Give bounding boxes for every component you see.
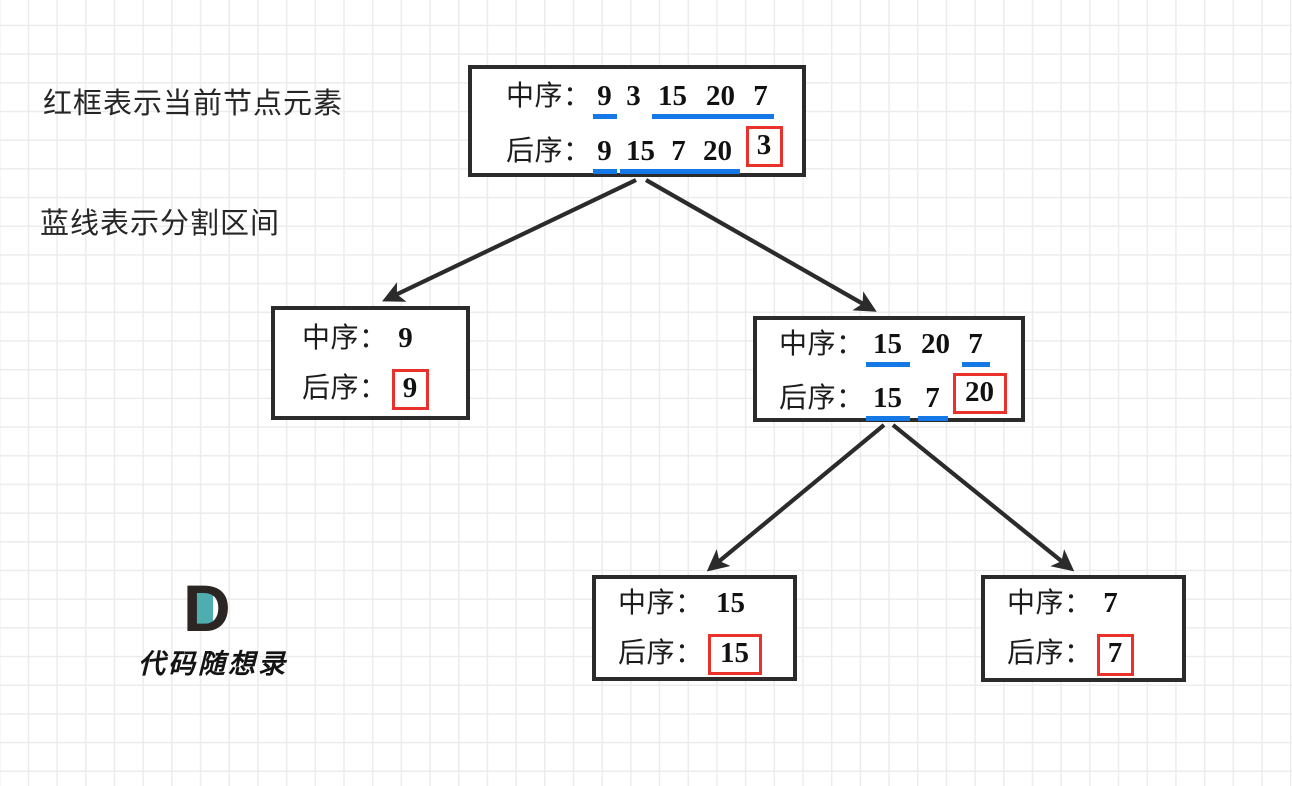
inorder-right-range: 15 20 7 (650, 79, 776, 120)
inorder-sequence: 9 3 15 20 7 (592, 79, 776, 120)
current-node-value: 20 (952, 373, 1007, 415)
postorder-sequence: 15 7 20 (865, 373, 1007, 422)
node-right-right[interactable]: 中序： 7 后序： 7 (981, 575, 1186, 682)
postorder-sequence: 9 (388, 368, 429, 411)
inorder-token: 9 (592, 80, 618, 120)
brand-logo-icon: D (183, 571, 243, 645)
inorder-label: 中序： (302, 322, 388, 354)
inorder-label: 中序： (618, 587, 704, 619)
inorder-sequence: 15 20 7 (865, 328, 991, 368)
node-right[interactable]: 中序： 15 20 7 后序： 15 7 20 (753, 316, 1025, 422)
current-node-value: 15 (707, 633, 762, 676)
node-right-inorder-row: 中序： 15 20 7 (779, 322, 1021, 368)
postorder-right-range: 15 7 20 (618, 134, 742, 175)
postorder-token: 7 (917, 382, 949, 422)
inorder-token: 7 (961, 328, 991, 368)
postorder-sequence: 7 (1093, 634, 1134, 676)
arrow-right-to-right-left (706, 423, 886, 572)
node-root-postorder-row: 后序： 9 15 7 20 3 (506, 125, 802, 175)
node-left-inorder-row: 中序： 9 (302, 316, 466, 356)
postorder-token: 7 (671, 134, 686, 167)
inorder-sequence: 7 (1093, 587, 1123, 620)
postorder-label: 后序： (779, 383, 865, 414)
inorder-token: 15 (865, 328, 911, 368)
node-right-left[interactable]: 中序： 15 后序： 15 (592, 575, 797, 681)
node-root[interactable]: 中序： 9 3 15 20 7 后序： 9 15 7 20 3 (468, 65, 806, 177)
arrow-root-to-left (382, 178, 637, 302)
postorder-token: 9 (592, 135, 618, 175)
logo-accent-bar (195, 591, 213, 625)
postorder-token: 15 (626, 134, 656, 167)
inorder-token: 20 (921, 328, 951, 360)
inorder-label: 中序： (1007, 588, 1093, 620)
inorder-sequence: 9 (388, 321, 418, 354)
node-right-left-postorder-row: 后序： 15 (618, 631, 793, 676)
postorder-label: 后序： (506, 135, 592, 167)
inorder-token: 3 (626, 79, 641, 112)
inorder-token: 7 (1103, 587, 1118, 620)
postorder-label: 后序： (1007, 638, 1093, 670)
inorder-token: 15 (716, 586, 746, 619)
inorder-token: 20 (706, 79, 736, 112)
postorder-label: 后序： (302, 372, 388, 404)
node-left-postorder-row: 后序： 9 (302, 366, 466, 411)
node-left[interactable]: 中序： 9 后序： 9 (271, 306, 470, 420)
node-root-inorder-row: 中序： 9 3 15 20 7 (506, 74, 802, 120)
inorder-token: 9 (398, 321, 413, 354)
current-node-value: 7 (1096, 634, 1134, 676)
watermark: D 代码随想录 (122, 571, 304, 681)
inorder-label: 中序： (506, 80, 592, 112)
current-node-value: 9 (391, 368, 429, 411)
inorder-sequence: 15 (704, 586, 752, 619)
watermark-text: 代码随想录 (138, 649, 288, 680)
inorder-label: 中序： (779, 329, 865, 360)
postorder-sequence: 15 (704, 633, 762, 676)
inorder-token: 7 (753, 79, 768, 112)
arrow-root-to-right (644, 178, 877, 312)
arrow-right-to-right-right (891, 423, 1075, 572)
legend: 红框表示当前节点元素 蓝线表示分割区间 (10, 44, 343, 324)
node-right-postorder-row: 后序： 15 7 20 (779, 373, 1021, 422)
postorder-label: 后序： (618, 637, 704, 669)
logo-letter: D (183, 571, 231, 645)
node-right-right-postorder-row: 后序： 7 (1007, 631, 1182, 676)
inorder-token: 15 (658, 79, 688, 112)
legend-line-1: 红框表示当前节点元素 (43, 88, 344, 121)
postorder-token: 20 (703, 134, 733, 167)
current-node-value: 3 (745, 125, 783, 167)
legend-line-2: 蓝线表示分割区间 (40, 208, 281, 241)
postorder-sequence: 9 15 7 20 3 (592, 125, 783, 175)
postorder-token: 15 (865, 382, 911, 422)
node-right-left-inorder-row: 中序： 15 (618, 581, 793, 621)
node-right-right-inorder-row: 中序： 7 (1007, 581, 1182, 621)
